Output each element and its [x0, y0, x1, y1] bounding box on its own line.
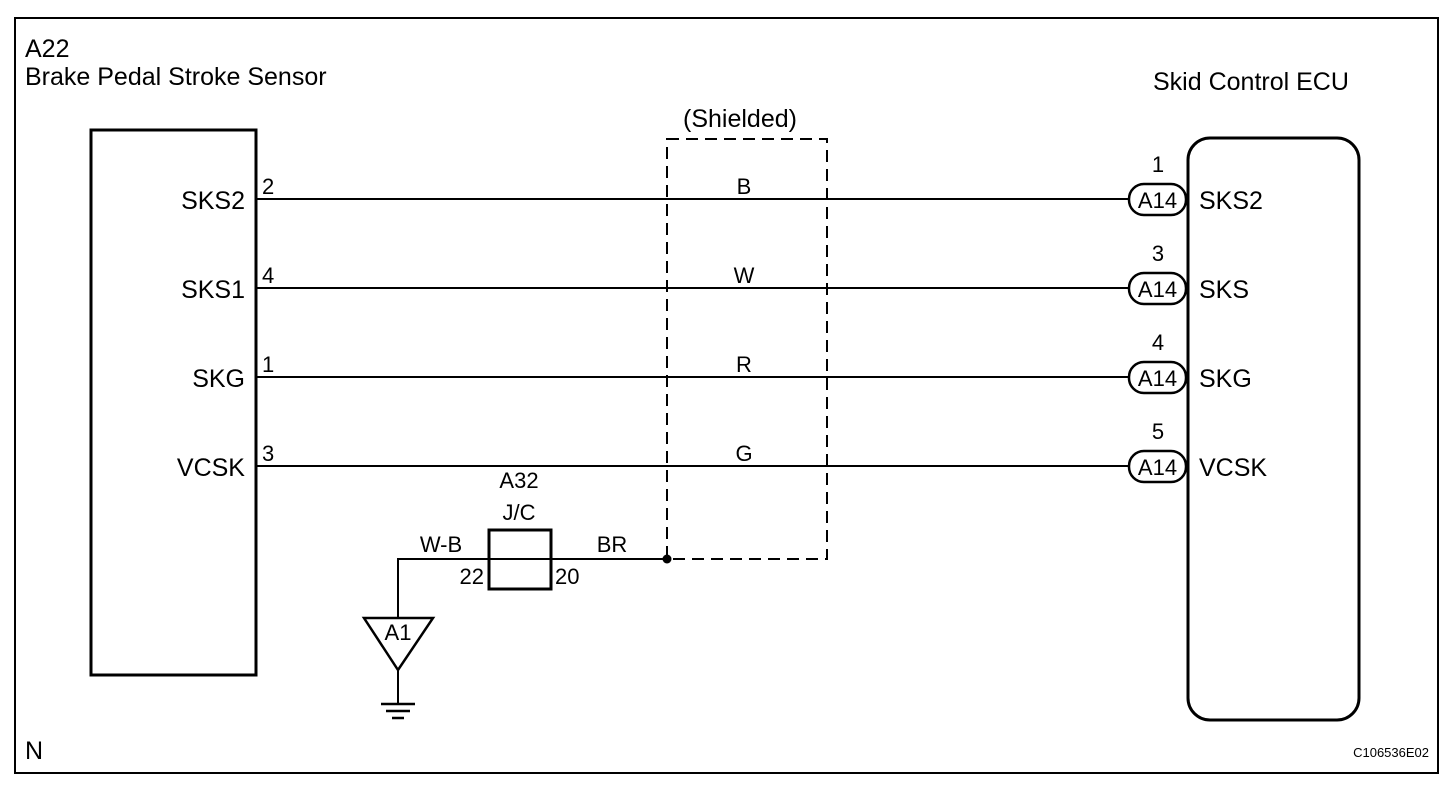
ecu-terminal-label: SKS [1199, 276, 1249, 304]
connector-code: A14 [1138, 366, 1177, 391]
shield-splice-dot [662, 554, 672, 564]
corner-letter: N [25, 737, 43, 765]
connector-code: A14 [1138, 277, 1177, 302]
connector-code: A14 [1138, 188, 1177, 213]
sensor-terminal-label: SKS1 [181, 276, 245, 304]
sensor-pin-number: 2 [262, 174, 274, 199]
ground-point-triangle [361, 616, 436, 673]
wire-color-label: G [735, 441, 752, 466]
shield-label: (Shielded) [683, 105, 797, 133]
drain-wire-color-label: BR [597, 532, 628, 557]
outer-frame [14, 17, 1439, 774]
ground-point-code: A1 [385, 620, 412, 645]
sensor-pin-number: 4 [262, 263, 274, 288]
ground-wire-color-label: W-B [420, 532, 462, 557]
connector-badge [1127, 271, 1188, 306]
connector-badge [1127, 449, 1188, 484]
ecu-name: Skid Control ECU [1153, 68, 1349, 96]
connector-badge [1127, 360, 1188, 395]
sensor-terminal-label: SKG [192, 365, 245, 393]
sensor-pin-number: 3 [262, 441, 274, 466]
ecu-terminal-label: SKS2 [1199, 187, 1263, 215]
ecu-pin-number: 4 [1152, 330, 1164, 355]
junction-name: J/C [503, 500, 536, 525]
wire-color-label: B [737, 174, 752, 199]
chassis-ground-icon [381, 702, 415, 720]
ground-wire [397, 558, 489, 618]
ecu-terminal-label: VCSK [1199, 454, 1267, 482]
sensor-code: A22 [25, 35, 69, 63]
ecu-terminal-label: SKG [1199, 365, 1252, 393]
junction-pin-right: 20 [555, 564, 579, 589]
wire-color-label: W [734, 263, 755, 288]
connector-badge [1127, 182, 1188, 217]
connector-code: A14 [1138, 455, 1177, 480]
sensor-pin-number: 1 [262, 352, 274, 377]
sensor-name: Brake Pedal Stroke Sensor [25, 63, 327, 91]
wire-color-label: R [736, 352, 752, 377]
figure-id: C106536E02 [1353, 745, 1429, 760]
ecu-box [1186, 136, 1361, 722]
ecu-pin-number: 5 [1152, 419, 1164, 444]
sensor-terminal-label: VCSK [177, 454, 245, 482]
sensor-box [89, 128, 258, 677]
ecu-pin-number: 3 [1152, 241, 1164, 266]
shield-box [666, 138, 828, 560]
ecu-pin-number: 1 [1152, 152, 1164, 177]
junction-code: A32 [499, 468, 538, 493]
junction-pin-left: 22 [460, 564, 484, 589]
sensor-terminal-label: SKS2 [181, 187, 245, 215]
